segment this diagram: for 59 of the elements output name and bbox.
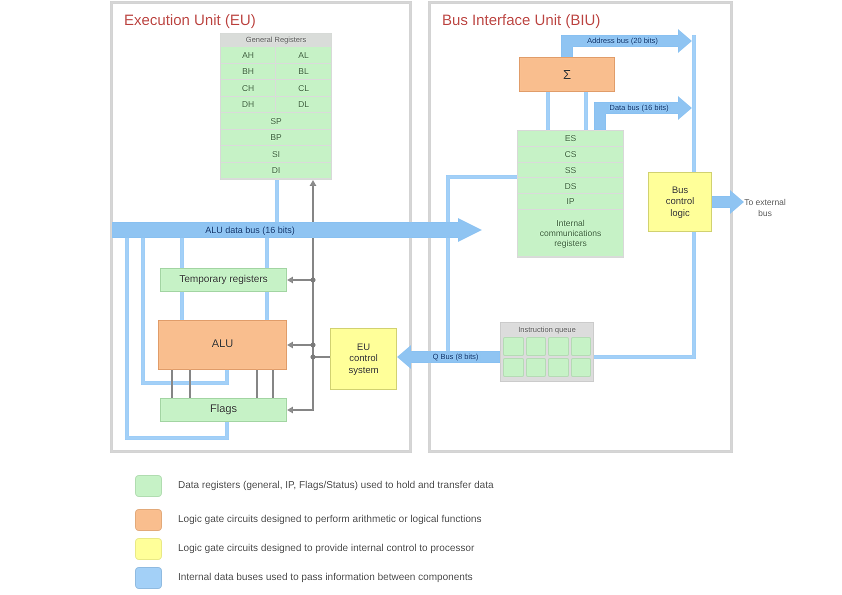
connector-line: [272, 370, 274, 398]
bus-arrow: [397, 345, 500, 369]
connector-line: [141, 238, 229, 385]
connector-line: [546, 92, 550, 130]
connector-line: [275, 180, 279, 222]
register-cell: Internal communications registers: [518, 210, 623, 256]
arrow: [310, 180, 316, 222]
legend-text: Logic gate circuits designed to provide internal control to processor: [178, 543, 474, 555]
connector-line: [256, 370, 258, 398]
register-cell: CH: [221, 80, 275, 96]
register-cell: IP: [518, 194, 623, 209]
bus-arrow: [594, 96, 692, 130]
connector-line: [584, 92, 588, 130]
unit-panel: [428, 1, 733, 453]
register-block: [517, 130, 624, 258]
register-cell: ES: [518, 131, 623, 146]
connector-line: [265, 292, 269, 320]
register-cell: AL: [276, 47, 331, 62]
bus-arrow: [561, 29, 692, 57]
register-box: Temporary registers: [160, 268, 287, 292]
flags-register-box: Flags: [160, 398, 287, 422]
bus-caption: To external bus: [744, 186, 786, 230]
register-cell: CL: [276, 80, 331, 96]
control-box: EU control system: [330, 328, 397, 390]
panel-title: Execution Unit (EU): [124, 12, 256, 29]
instruction-queue-block: [500, 322, 594, 382]
register-cell: DS: [518, 178, 623, 193]
bus-arrow: [712, 190, 744, 214]
register-cell: BP: [221, 130, 331, 145]
connector-line: [265, 238, 269, 268]
register-cell: DL: [276, 96, 331, 112]
register-cell: DI: [221, 162, 331, 178]
register-cell: BH: [221, 64, 275, 79]
bus-label: ALU data bus (16 bits): [205, 224, 295, 237]
register-cell: BL: [276, 64, 331, 79]
register-cell: SI: [221, 146, 331, 162]
legend-text: Logic gate circuits designed to perform arithmetic or logical functions: [178, 514, 482, 526]
legend-text: Data registers (general, IP, Flags/Status) used to hold and transfer data: [178, 480, 494, 492]
register-cell: AH: [221, 47, 275, 62]
register-cell: CS: [518, 146, 623, 162]
connector-line: [446, 175, 517, 222]
alu-box: ALU: [158, 320, 287, 370]
connector-line: [189, 370, 191, 398]
connector-line: [594, 232, 696, 359]
register-cell: DH: [221, 96, 275, 112]
register-cell: SP: [221, 113, 331, 128]
connector-line: [125, 238, 229, 440]
connector-line: [180, 238, 184, 268]
legend-text: Internal data buses used to pass information between components: [178, 572, 473, 584]
control-box: Bus control logic: [648, 172, 712, 232]
connector-line: [171, 370, 173, 398]
data-bus-band: [112, 218, 482, 242]
connector-line: [446, 238, 450, 351]
register-cell: SS: [518, 162, 623, 178]
connector-line: [180, 292, 184, 320]
register-block: [220, 33, 332, 180]
connector-line: [692, 35, 696, 172]
panel-title: Bus Interface Unit (BIU): [442, 12, 600, 29]
adder-box: Σ: [519, 57, 615, 92]
